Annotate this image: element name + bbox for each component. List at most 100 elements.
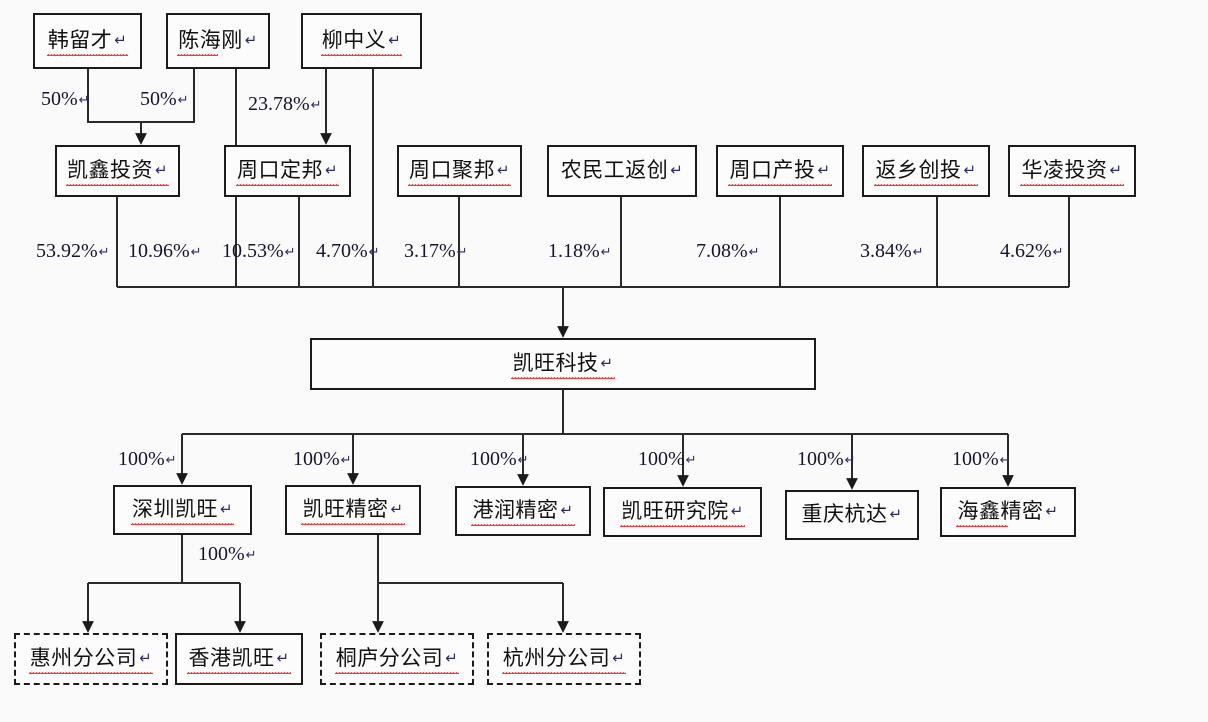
- pilcrow-icon: ↵: [456, 245, 468, 260]
- pilcrow-icon: ↵: [912, 245, 924, 260]
- node-label-chen: 陈海刚↵: [177, 28, 258, 56]
- pilcrow-icon: ↵: [284, 245, 296, 260]
- pct-kw-jingmi: 100%↵: [293, 448, 352, 470]
- pilcrow-icon: ↵: [368, 245, 380, 260]
- node-chen[interactable]: 陈海刚↵: [166, 13, 270, 69]
- pct-kaixin-kw: 53.92%↵: [36, 240, 110, 262]
- node-label-tonglu: 桐庐分公司↵: [334, 646, 459, 674]
- node-label-dingbang: 周口定邦↵: [235, 158, 340, 186]
- node-hangda[interactable]: 重庆杭达↵: [785, 490, 919, 540]
- node-label-liu: 柳中义↵: [320, 28, 402, 56]
- node-label-jubang: 周口聚邦↵: [407, 158, 512, 186]
- pilcrow-icon: ↵: [190, 245, 202, 260]
- pct-jubang-kw: 3.17%↵: [404, 240, 468, 262]
- pct-nongmin-kw: 1.18%↵: [548, 240, 612, 262]
- pct-chen-kaixin: 50%↵: [140, 88, 189, 110]
- pilcrow-icon: ↵: [889, 505, 903, 523]
- node-hangzhou[interactable]: 杭州分公司↵: [487, 633, 641, 685]
- node-label-hualing: 华凌投资↵: [1020, 158, 1124, 186]
- node-label-hangda: 重庆杭达↵: [801, 502, 903, 526]
- node-label-yanjiuyuan: 凯旺研究院↵: [620, 499, 745, 527]
- node-han[interactable]: 韩留才↵: [33, 13, 142, 69]
- pct-fanxiang-kw: 3.84%↵: [860, 240, 924, 262]
- pilcrow-icon: ↵: [114, 31, 128, 49]
- node-label-jingmi: 凯旺精密↵: [301, 497, 405, 525]
- pct-hualing-kw: 4.62%↵: [1000, 240, 1064, 262]
- pilcrow-icon: ↵: [1045, 502, 1059, 520]
- pct-kw-yanjiuyuan: 100%↵: [638, 448, 697, 470]
- node-kaiwang[interactable]: 凯旺科技↵: [310, 338, 816, 390]
- node-label-haixin: 海鑫精密↵: [956, 499, 1059, 527]
- pilcrow-icon: ↵: [78, 93, 90, 108]
- node-nongmin[interactable]: 农民工返创↵: [547, 145, 697, 197]
- pilcrow-icon: ↵: [177, 93, 189, 108]
- node-shenzhen[interactable]: 深圳凯旺↵: [113, 485, 252, 535]
- node-label-huizhou: 惠州分公司↵: [28, 646, 153, 674]
- node-label-kaiwang: 凯旺科技↵: [511, 351, 615, 379]
- pct-kw-hangda: 100%↵: [797, 448, 856, 470]
- node-chantou[interactable]: 周口产投↵: [716, 145, 844, 197]
- pct-dingbang-kw: 10.53%↵: [222, 240, 296, 262]
- pct-shenzhen-branches: 100%↵: [198, 543, 257, 565]
- node-hualing[interactable]: 华凌投资↵: [1008, 145, 1136, 197]
- node-liu[interactable]: 柳中义↵: [301, 13, 422, 69]
- node-label-fanxiang: 返乡创投↵: [874, 158, 978, 186]
- pilcrow-icon: ↵: [219, 500, 234, 518]
- pilcrow-icon: ↵: [685, 453, 697, 468]
- pilcrow-icon: ↵: [388, 31, 402, 49]
- pilcrow-icon: ↵: [154, 161, 169, 179]
- pilcrow-icon: ↵: [612, 649, 626, 667]
- pilcrow-icon: ↵: [165, 453, 177, 468]
- node-dingbang[interactable]: 周口定邦↵: [224, 145, 351, 197]
- pilcrow-icon: ↵: [340, 453, 352, 468]
- pilcrow-icon: ↵: [98, 245, 110, 260]
- pilcrow-icon: ↵: [600, 245, 612, 260]
- node-label-chantou: 周口产投↵: [728, 158, 832, 186]
- node-label-kaixin: 凯鑫投资↵: [65, 158, 170, 186]
- pilcrow-icon: ↵: [1052, 245, 1064, 260]
- node-fanxiang[interactable]: 返乡创投↵: [862, 145, 990, 197]
- pct-chantou-kw: 7.08%↵: [696, 240, 760, 262]
- pilcrow-icon: ↵: [324, 161, 339, 179]
- pct-chen-kw: 10.96%↵: [128, 240, 202, 262]
- pct-han-kaixin: 50%↵: [41, 88, 90, 110]
- pilcrow-icon: ↵: [1109, 161, 1123, 179]
- pilcrow-icon: ↵: [276, 649, 290, 667]
- pct-liu-kw: 4.70%↵: [316, 240, 380, 262]
- node-jubang[interactable]: 周口聚邦↵: [397, 145, 522, 197]
- node-huizhou[interactable]: 惠州分公司↵: [14, 633, 168, 685]
- pilcrow-icon: ↵: [496, 161, 511, 179]
- pct-kw-gangrun: 100%↵: [470, 448, 529, 470]
- node-label-hongkong: 香港凯旺↵: [187, 646, 291, 674]
- pilcrow-icon: ↵: [139, 649, 153, 667]
- node-jingmi[interactable]: 凯旺精密↵: [285, 485, 421, 535]
- pilcrow-icon: ↵: [445, 649, 459, 667]
- node-tonglu[interactable]: 桐庐分公司↵: [320, 633, 474, 685]
- pilcrow-icon: ↵: [748, 245, 760, 260]
- node-haixin[interactable]: 海鑫精密↵: [940, 487, 1076, 537]
- pilcrow-icon: ↵: [244, 31, 258, 49]
- pilcrow-icon: ↵: [310, 98, 322, 113]
- pilcrow-icon: ↵: [245, 548, 257, 563]
- node-hongkong[interactable]: 香港凯旺↵: [175, 633, 303, 685]
- pilcrow-icon: ↵: [390, 500, 404, 518]
- pct-kw-shenzhen: 100%↵: [118, 448, 177, 470]
- pilcrow-icon: ↵: [817, 161, 831, 179]
- node-label-nongmin: 农民工返创↵: [560, 158, 684, 182]
- node-kaixin[interactable]: 凯鑫投资↵: [55, 145, 180, 197]
- pilcrow-icon: ↵: [560, 501, 574, 519]
- node-yanjiuyuan[interactable]: 凯旺研究院↵: [603, 487, 762, 537]
- node-label-hangzhou: 杭州分公司↵: [501, 646, 626, 674]
- node-label-gangrun: 港润精密↵: [471, 498, 575, 526]
- pct-liu-dingbang: 23.78%↵: [248, 93, 322, 115]
- pilcrow-icon: ↵: [730, 502, 744, 520]
- node-label-shenzhen: 深圳凯旺↵: [130, 497, 235, 525]
- pilcrow-icon: ↵: [600, 354, 614, 372]
- node-gangrun[interactable]: 港润精密↵: [455, 486, 591, 536]
- pct-kw-haixin: 100%↵: [952, 448, 1011, 470]
- pilcrow-icon: ↵: [963, 161, 977, 179]
- node-label-han: 韩留才↵: [46, 28, 128, 56]
- pilcrow-icon: ↵: [670, 161, 684, 179]
- pilcrow-icon: ↵: [844, 453, 856, 468]
